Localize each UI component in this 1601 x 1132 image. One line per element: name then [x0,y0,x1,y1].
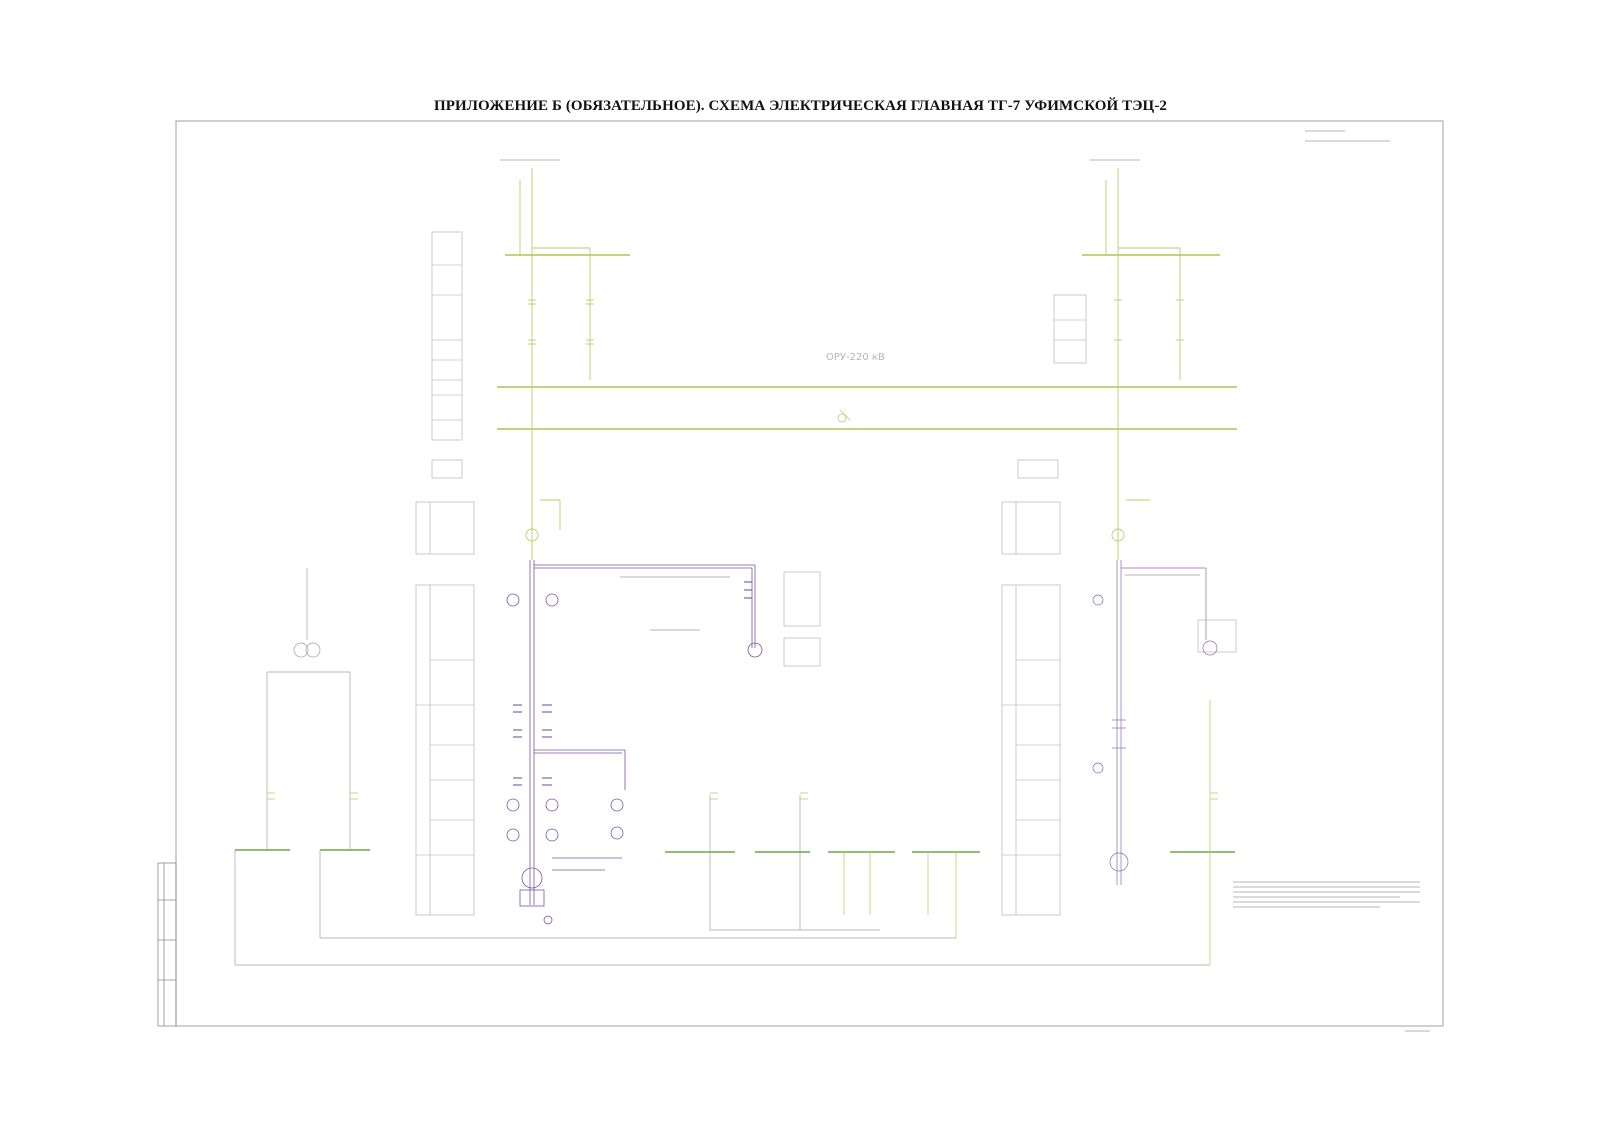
right-generator-circuit [1092,560,1218,885]
generator-ct-stack [513,581,752,786]
generator-circuit [506,560,763,925]
aux-section-left [234,568,1210,966]
right-hv-bay [1082,168,1220,560]
sheet-title: ПРИЛОЖЕНИЕ Б (ОБЯЗАТЕЛЬНОЕ). СХЕМА ЭЛЕКТ… [433,98,1168,114]
annotation-marks [500,130,1430,1032]
aux-feeders [267,700,1218,965]
left-hv-bay [505,168,630,560]
ору-label: ОРУ-220 кВ [826,352,885,363]
busbars-220kv [497,386,1237,430]
left-spec-table [415,231,475,916]
drawing-frame [157,120,1444,1027]
right-spec-table [783,294,1237,916]
